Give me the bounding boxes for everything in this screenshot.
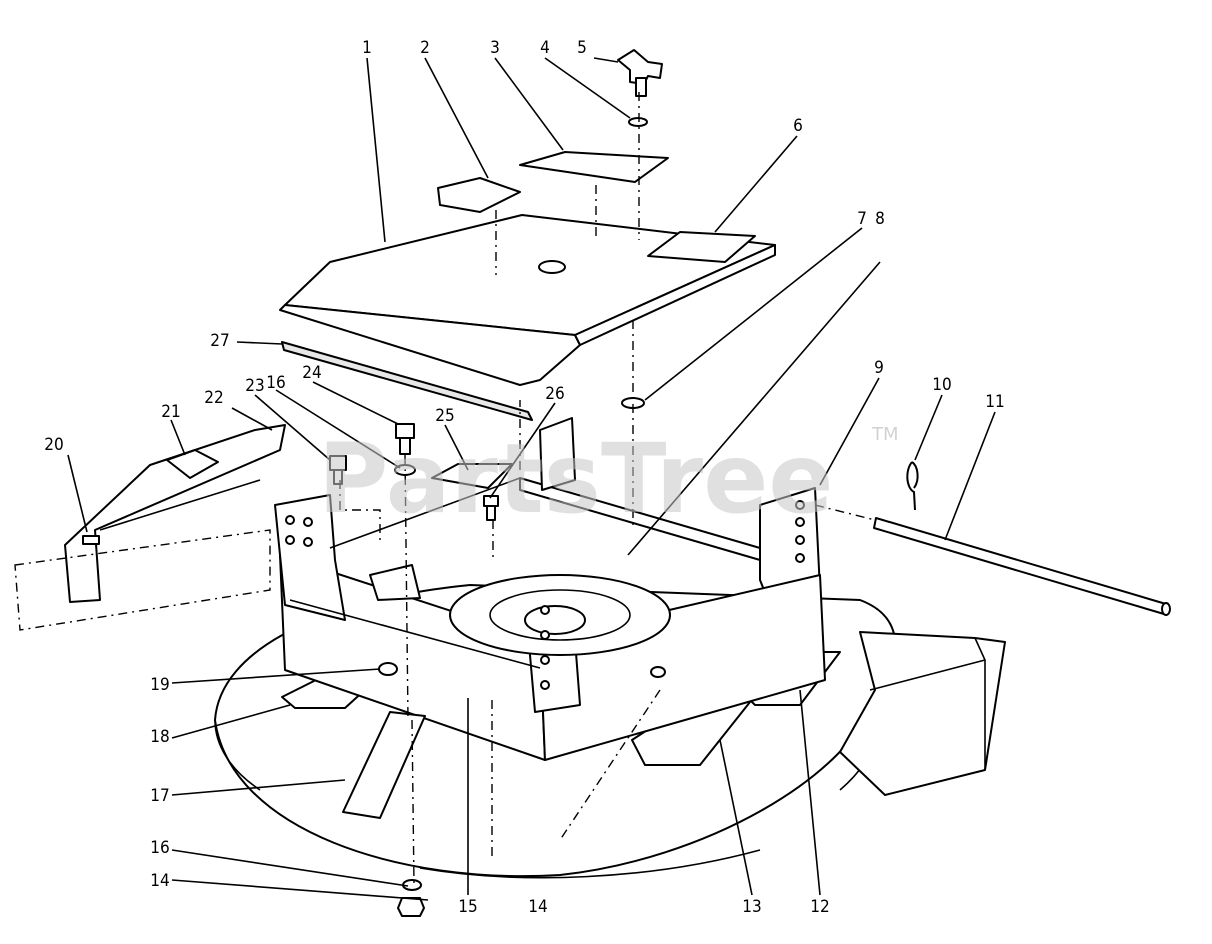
hinge-plate-22 bbox=[64, 424, 286, 603]
callout-17: 17 bbox=[150, 786, 169, 806]
nut-19 bbox=[378, 662, 398, 676]
callout-21: 21 bbox=[161, 402, 180, 422]
watermark-tm: TM bbox=[871, 424, 899, 445]
callout-14-left: 14 bbox=[150, 871, 169, 891]
callout-20: 20 bbox=[44, 435, 63, 455]
rod-11 bbox=[873, 517, 1171, 616]
callout-9: 9 bbox=[874, 358, 884, 378]
bolt-23 bbox=[329, 455, 347, 485]
callout-23: 23 bbox=[245, 376, 264, 396]
decal-3 bbox=[519, 151, 669, 183]
callout-10: 10 bbox=[932, 375, 951, 395]
clip-pin-10 bbox=[906, 461, 919, 511]
callout-6: 6 bbox=[793, 116, 803, 136]
decal-25 bbox=[431, 463, 513, 489]
callout-7: 7 bbox=[857, 209, 867, 229]
callout-13: 13 bbox=[742, 897, 761, 917]
nut-14-bottom bbox=[397, 897, 425, 917]
callouts: 1 2 3 4 5 6 7 8 9 10 11 12 13 14 14 15 1… bbox=[44, 38, 1004, 917]
callout-15: 15 bbox=[458, 897, 477, 917]
callout-8: 8 bbox=[875, 209, 885, 229]
washer-4 bbox=[628, 117, 648, 127]
callout-2: 2 bbox=[420, 38, 430, 58]
strip-27 bbox=[281, 341, 533, 421]
callout-16-top: 16 bbox=[266, 373, 285, 393]
bolt-24 bbox=[395, 423, 415, 455]
callout-19: 19 bbox=[150, 675, 169, 695]
decal-2 bbox=[437, 177, 521, 213]
callout-11: 11 bbox=[985, 392, 1004, 412]
frame-8 bbox=[274, 417, 826, 761]
decal-6 bbox=[647, 231, 756, 263]
callout-12: 12 bbox=[810, 897, 829, 917]
callout-1: 1 bbox=[362, 38, 372, 58]
knob-5 bbox=[617, 49, 663, 97]
assembly-lines bbox=[339, 92, 876, 886]
callout-25: 25 bbox=[435, 406, 454, 426]
callout-22: 22 bbox=[204, 388, 223, 408]
callout-4: 4 bbox=[540, 38, 550, 58]
callout-5: 5 bbox=[577, 38, 587, 58]
leader-lines bbox=[67, 57, 996, 901]
callout-24: 24 bbox=[302, 363, 321, 383]
callout-18: 18 bbox=[150, 727, 169, 747]
callout-26: 26 bbox=[545, 384, 564, 404]
callout-27: 27 bbox=[210, 331, 229, 351]
cover-6 bbox=[279, 214, 776, 386]
callout-3: 3 bbox=[490, 38, 500, 58]
nut-14-right bbox=[650, 666, 666, 678]
callout-14-right: 14 bbox=[528, 897, 547, 917]
discharge-chute bbox=[839, 631, 1006, 796]
callout-16-bottom: 16 bbox=[150, 838, 169, 858]
plate-17 bbox=[342, 711, 426, 819]
watermark: PartsTree bbox=[318, 423, 833, 535]
